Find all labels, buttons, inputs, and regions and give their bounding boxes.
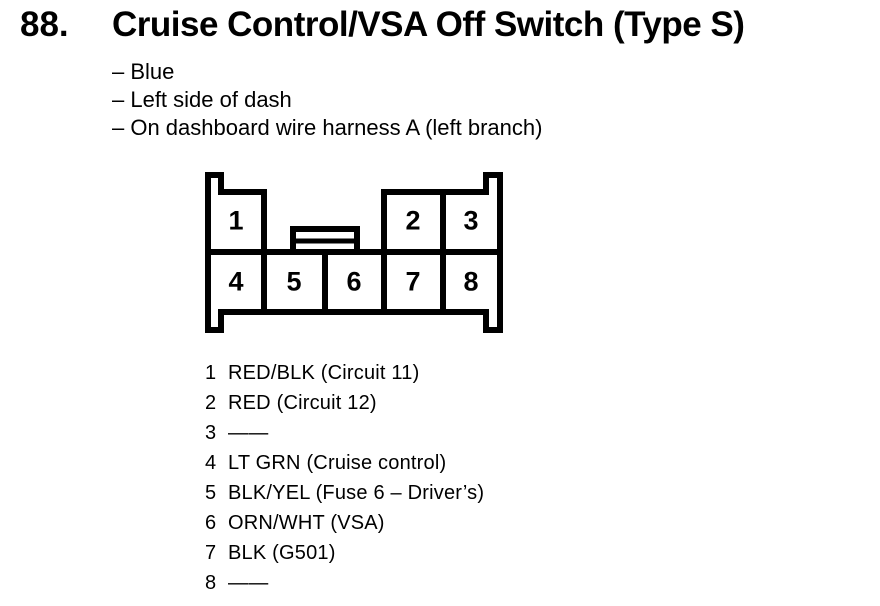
cavity-number-8: 8	[463, 266, 479, 297]
pin-description: ——	[228, 422, 269, 444]
pin-description: ——	[228, 572, 269, 594]
cavity-number-5: 5	[286, 266, 302, 297]
pin-row: 1 RED/BLK (Circuit 11)	[205, 358, 484, 388]
cavity-number-4: 4	[228, 266, 244, 297]
pin-description: LT GRN (Cruise control)	[228, 452, 447, 474]
pin-description: BLK/YEL (Fuse 6 – Driver’s)	[228, 482, 485, 504]
pin-row: 8 ——	[205, 568, 484, 598]
cavity-number-1: 1	[228, 205, 244, 236]
pin-row: 7 BLK (G501)	[205, 538, 484, 568]
cavity-number-6: 6	[346, 266, 362, 297]
pin-row: 5 BLK/YEL (Fuse 6 – Driver’s)	[205, 478, 484, 508]
pin-number: 8	[205, 572, 217, 594]
pin-number: 3	[205, 422, 217, 444]
attribute-item-location: – Left side of dash	[112, 87, 292, 112]
cavity-number-2: 2	[405, 205, 421, 236]
pin-number: 5	[205, 482, 217, 504]
connector-diagram: 1 2 3 4 5 6 7 8	[200, 168, 510, 338]
pin-row: 3 ——	[205, 418, 484, 448]
pin-description: RED/BLK (Circuit 11)	[228, 362, 420, 384]
pin-description: ORN/WHT (VSA)	[228, 512, 385, 534]
pin-number: 6	[205, 512, 217, 534]
pin-list: 1 RED/BLK (Circuit 11) 2 RED (Circuit 12…	[205, 358, 484, 598]
attribute-item-harness: – On dashboard wire harness A (left bran…	[112, 115, 543, 140]
attribute-item-color: – Blue	[112, 59, 175, 84]
pin-description: BLK (G501)	[228, 542, 336, 564]
page-title: Cruise Control/VSA Off Switch (Type S)	[112, 5, 745, 44]
connector-outline	[205, 172, 503, 333]
pin-number: 7	[205, 542, 217, 564]
pin-description: RED (Circuit 12)	[228, 392, 377, 414]
pin-number: 2	[205, 392, 217, 414]
cavity-number-7: 7	[405, 266, 421, 297]
pin-row: 4 LT GRN (Cruise control)	[205, 448, 484, 478]
cavity-number-3: 3	[463, 205, 479, 236]
item-number: 88.	[20, 5, 69, 44]
attribute-list: – Blue – Left side of dash – On dashboar…	[112, 58, 542, 142]
pin-number: 1	[205, 362, 217, 384]
pin-row: 2 RED (Circuit 12)	[205, 388, 484, 418]
pin-number: 4	[205, 452, 217, 474]
pin-row: 6 ORN/WHT (VSA)	[205, 508, 484, 538]
